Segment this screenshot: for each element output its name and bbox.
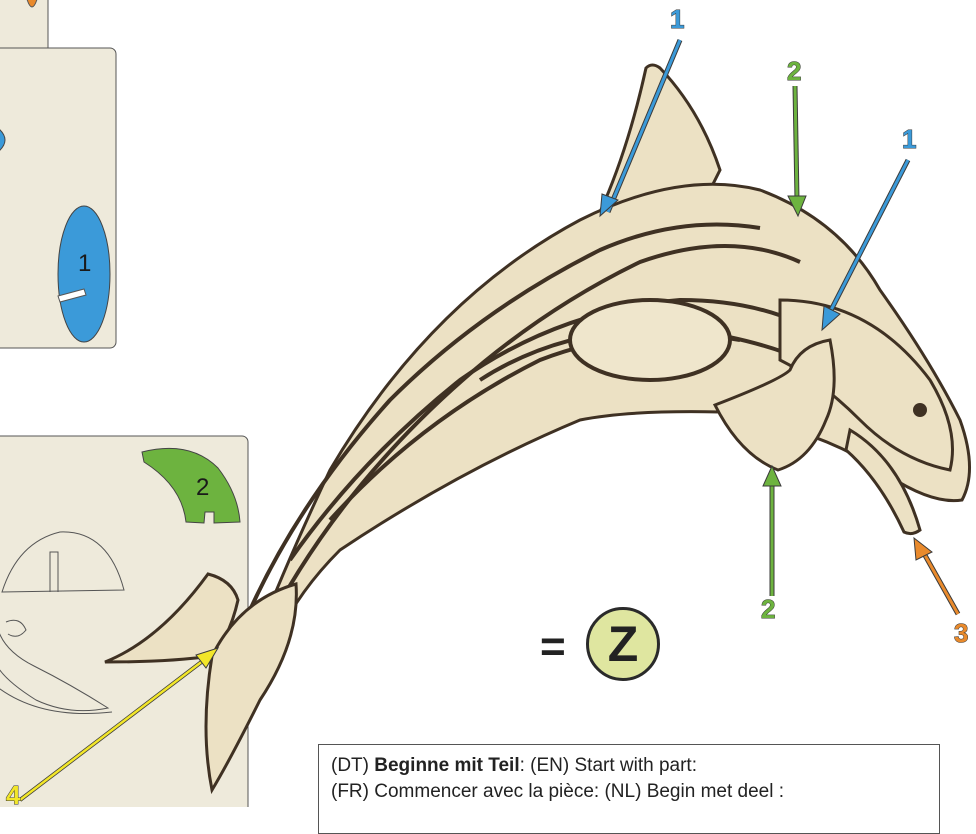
instruction-line-2: (FR) Commencer avec la pièce: (NL) Begin… xyxy=(331,779,927,805)
instruction-dt-tag: (DT) xyxy=(331,755,369,776)
z-badge: Z xyxy=(586,607,660,681)
label-blue-1-right: 1 xyxy=(902,126,916,152)
label-blue-1-top: 1 xyxy=(670,6,684,32)
sheet-top-left xyxy=(0,0,116,348)
blue-part-label: 1 xyxy=(78,252,91,276)
green-part-label: 2 xyxy=(196,476,209,500)
label-orange-3: 3 xyxy=(954,620,968,646)
instruction-en-text: : (EN) Start with part: xyxy=(520,755,697,776)
label-green-2-bottom: 2 xyxy=(761,596,775,622)
arrowhead-orange xyxy=(914,538,932,560)
illustration xyxy=(0,0,976,807)
dolphin-model xyxy=(105,65,970,790)
label-green-2-top: 2 xyxy=(787,58,801,84)
label-yellow-4: 4 xyxy=(6,782,20,808)
instruction-line-1: (DT) Beginne mit Teil: (EN) Start with p… xyxy=(331,753,927,779)
instruction-dt-text: Beginne mit Teil xyxy=(374,755,519,776)
equals-sign: = xyxy=(540,622,566,672)
instruction-box: (DT) Beginne mit Teil: (EN) Start with p… xyxy=(318,744,940,834)
